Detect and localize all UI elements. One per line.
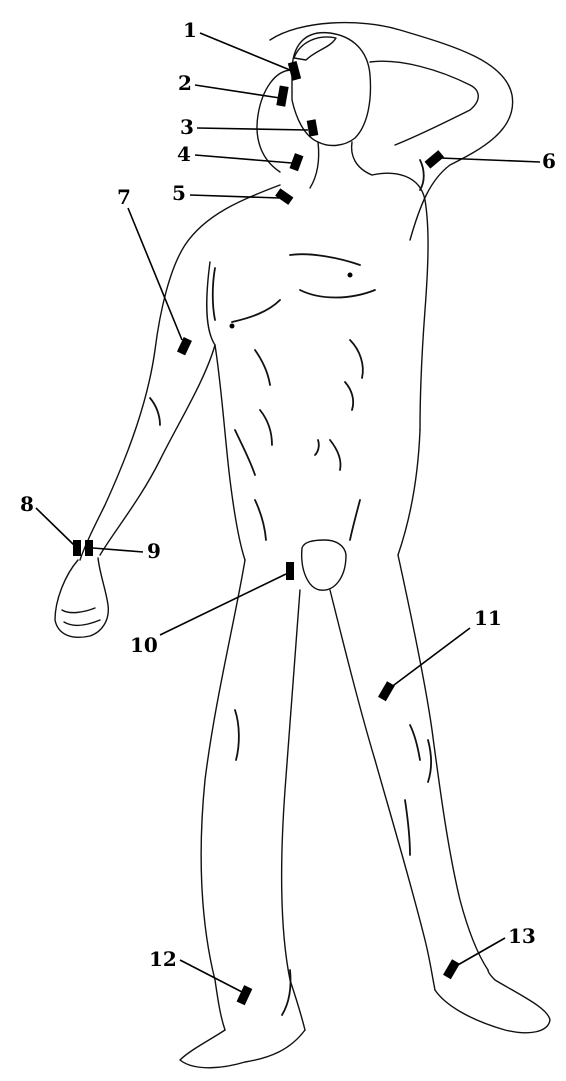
electrode-8 — [73, 540, 81, 556]
leader-9 — [93, 548, 143, 552]
electrode-7 — [177, 337, 192, 355]
leader-lines — [36, 33, 540, 992]
leader-1 — [200, 33, 290, 70]
label-5: 5 — [172, 181, 186, 205]
label-11: 11 — [474, 606, 502, 630]
electrode-1 — [288, 61, 301, 81]
electrode-3 — [307, 119, 319, 136]
label-2: 2 — [178, 71, 192, 95]
leader-11 — [390, 628, 470, 688]
leader-6 — [440, 158, 540, 162]
label-8: 8 — [20, 492, 34, 516]
electrode-11 — [378, 681, 395, 701]
leader-8 — [36, 508, 74, 545]
body-outline — [55, 23, 550, 1068]
electrode-9 — [85, 540, 93, 556]
leader-3 — [197, 128, 308, 130]
electrode-10 — [286, 562, 294, 580]
anatomy-details — [150, 160, 431, 1015]
number-labels: 1 2 3 4 5 6 7 8 9 10 11 12 13 — [20, 18, 556, 971]
electrode-13 — [443, 959, 460, 979]
label-4: 4 — [177, 142, 191, 166]
electrode-markers — [73, 61, 460, 1005]
leader-13 — [456, 938, 505, 966]
label-1: 1 — [183, 18, 197, 42]
leader-5 — [190, 195, 280, 198]
label-12: 12 — [149, 947, 177, 971]
label-13: 13 — [508, 924, 536, 948]
leader-4 — [195, 155, 292, 163]
leader-10 — [160, 574, 286, 635]
electrode-2 — [276, 85, 288, 106]
electrode-5 — [275, 188, 293, 205]
electrode-12 — [237, 985, 253, 1005]
label-6: 6 — [542, 149, 556, 173]
label-7: 7 — [117, 185, 131, 209]
label-10: 10 — [130, 633, 158, 657]
electrode-6 — [425, 150, 445, 168]
label-9: 9 — [147, 539, 161, 563]
label-3: 3 — [180, 115, 194, 139]
leader-7 — [128, 208, 182, 340]
